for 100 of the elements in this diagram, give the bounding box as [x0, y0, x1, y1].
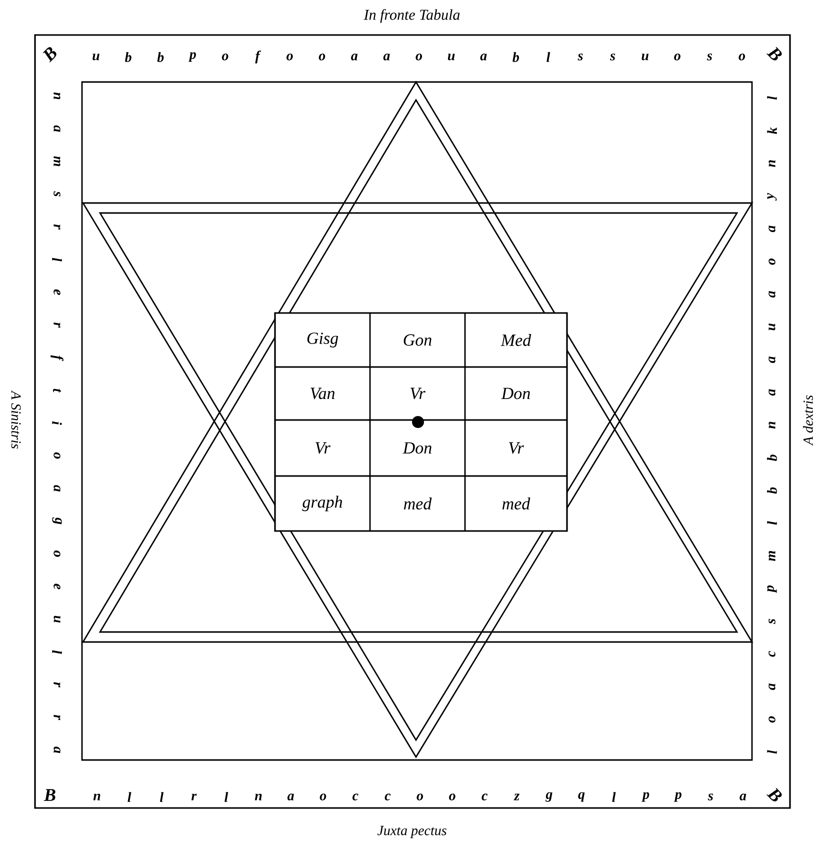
border-letter: o — [674, 54, 680, 60]
border-letter: b — [512, 52, 519, 62]
border-letter: l — [160, 792, 164, 802]
border-letter: a — [383, 54, 390, 60]
border-letter: p — [188, 52, 196, 62]
border-letter: l — [612, 792, 616, 802]
border-letter: s — [610, 54, 616, 60]
border-letter: e — [54, 289, 60, 296]
corner-letter: B — [42, 47, 56, 63]
border-letter: z — [514, 794, 520, 800]
border-letter: p — [642, 792, 650, 802]
border-letter: r — [54, 682, 60, 688]
border-letter: a — [54, 746, 60, 754]
border-letter: m — [768, 551, 776, 561]
border-letter: l — [224, 792, 228, 802]
border-letter: k — [767, 127, 777, 134]
border-letter: a — [740, 794, 746, 800]
border-letter: r — [54, 224, 60, 230]
border-letter: f — [50, 355, 64, 362]
border-letter: s — [708, 794, 713, 800]
border-letter: u — [92, 54, 100, 60]
cell-text: Vr — [509, 442, 524, 454]
border-letter: a — [768, 226, 776, 232]
border-letter: n — [254, 794, 262, 800]
side-label: A Sinistris — [11, 390, 21, 449]
cell-text: graph — [302, 496, 342, 512]
border-letter: u — [642, 54, 649, 60]
border-letter: e — [54, 584, 60, 590]
cell-text: Don — [402, 442, 432, 454]
border-letter: o — [416, 794, 424, 800]
cell-text: Vr — [316, 442, 330, 454]
border-letter: o — [768, 716, 776, 723]
border-letter: q — [578, 792, 585, 802]
border-letter: n — [768, 160, 776, 168]
border-letter: o — [738, 54, 746, 60]
border-letter: a — [768, 356, 776, 363]
border-letter: o — [286, 54, 293, 60]
border-letter: l — [767, 521, 777, 525]
border-letter: a — [287, 794, 294, 800]
cell-text: Med — [500, 334, 532, 346]
border-letter: s — [706, 54, 712, 60]
corner-letter: B — [44, 789, 56, 801]
border-letter: a — [54, 125, 60, 132]
border-letter: u — [448, 54, 455, 60]
corner-letter: B — [766, 46, 782, 60]
border-letter: o — [320, 794, 326, 800]
cell-text: Gon — [404, 334, 432, 346]
border-letter: o — [449, 794, 456, 800]
border-letter: s — [768, 618, 776, 624]
border-letter: a — [768, 389, 776, 396]
cell-text: Vr — [410, 388, 426, 400]
border-letter: t — [52, 388, 62, 393]
cell-text: Gisg — [307, 332, 338, 348]
border-letter: o — [318, 54, 326, 60]
border-letter: a — [768, 683, 776, 690]
border-letter: b — [767, 487, 777, 494]
side-label: In fronte Tabula — [364, 9, 460, 23]
border-letter: l — [546, 52, 550, 62]
border-letter: u — [768, 323, 776, 330]
side-label: Juxta pectus — [377, 826, 446, 838]
border-letter: o — [416, 54, 422, 60]
border-letter: p — [767, 585, 777, 593]
border-letter: b — [157, 52, 164, 62]
cell-text: Van — [310, 388, 335, 400]
border-letter: c — [352, 794, 358, 800]
border-letter: u — [54, 616, 60, 623]
border-letter: m — [54, 156, 60, 166]
border-letter: r — [54, 714, 60, 720]
border-letter: g — [52, 517, 62, 524]
border-letter: b — [767, 454, 777, 462]
border-letter: l — [767, 750, 777, 754]
border-letter: c — [482, 794, 488, 800]
corner-letter: B — [766, 788, 782, 802]
border-letter: c — [768, 651, 776, 657]
border-letter: a — [54, 485, 60, 492]
border-letter: a — [351, 54, 358, 60]
cell-text: med — [404, 498, 432, 510]
border-letter: l — [52, 650, 62, 654]
border-letter: n — [54, 92, 60, 100]
border-letter: b — [124, 52, 132, 62]
border-letter: l — [52, 258, 62, 262]
border-letter: p — [674, 792, 682, 802]
side-label: A dextris — [803, 395, 813, 446]
border-letter: o — [768, 258, 776, 265]
border-letter: s — [54, 191, 60, 196]
border-letter: n — [768, 422, 776, 429]
border-letter: i — [52, 421, 62, 425]
border-letter: f — [255, 50, 261, 64]
border-letter: l — [767, 96, 777, 100]
border-letter: o — [54, 452, 60, 459]
border-letter: a — [768, 291, 776, 298]
cell-text: med — [502, 498, 530, 510]
border-letter: n — [93, 794, 100, 800]
border-letter: c — [384, 794, 391, 800]
border-letter: g — [545, 792, 552, 802]
border-letter: o — [54, 550, 60, 557]
border-letter: s — [578, 54, 583, 60]
border-letter: o — [222, 54, 228, 60]
border-letter: r — [191, 794, 197, 800]
border-letter: r — [54, 322, 60, 328]
